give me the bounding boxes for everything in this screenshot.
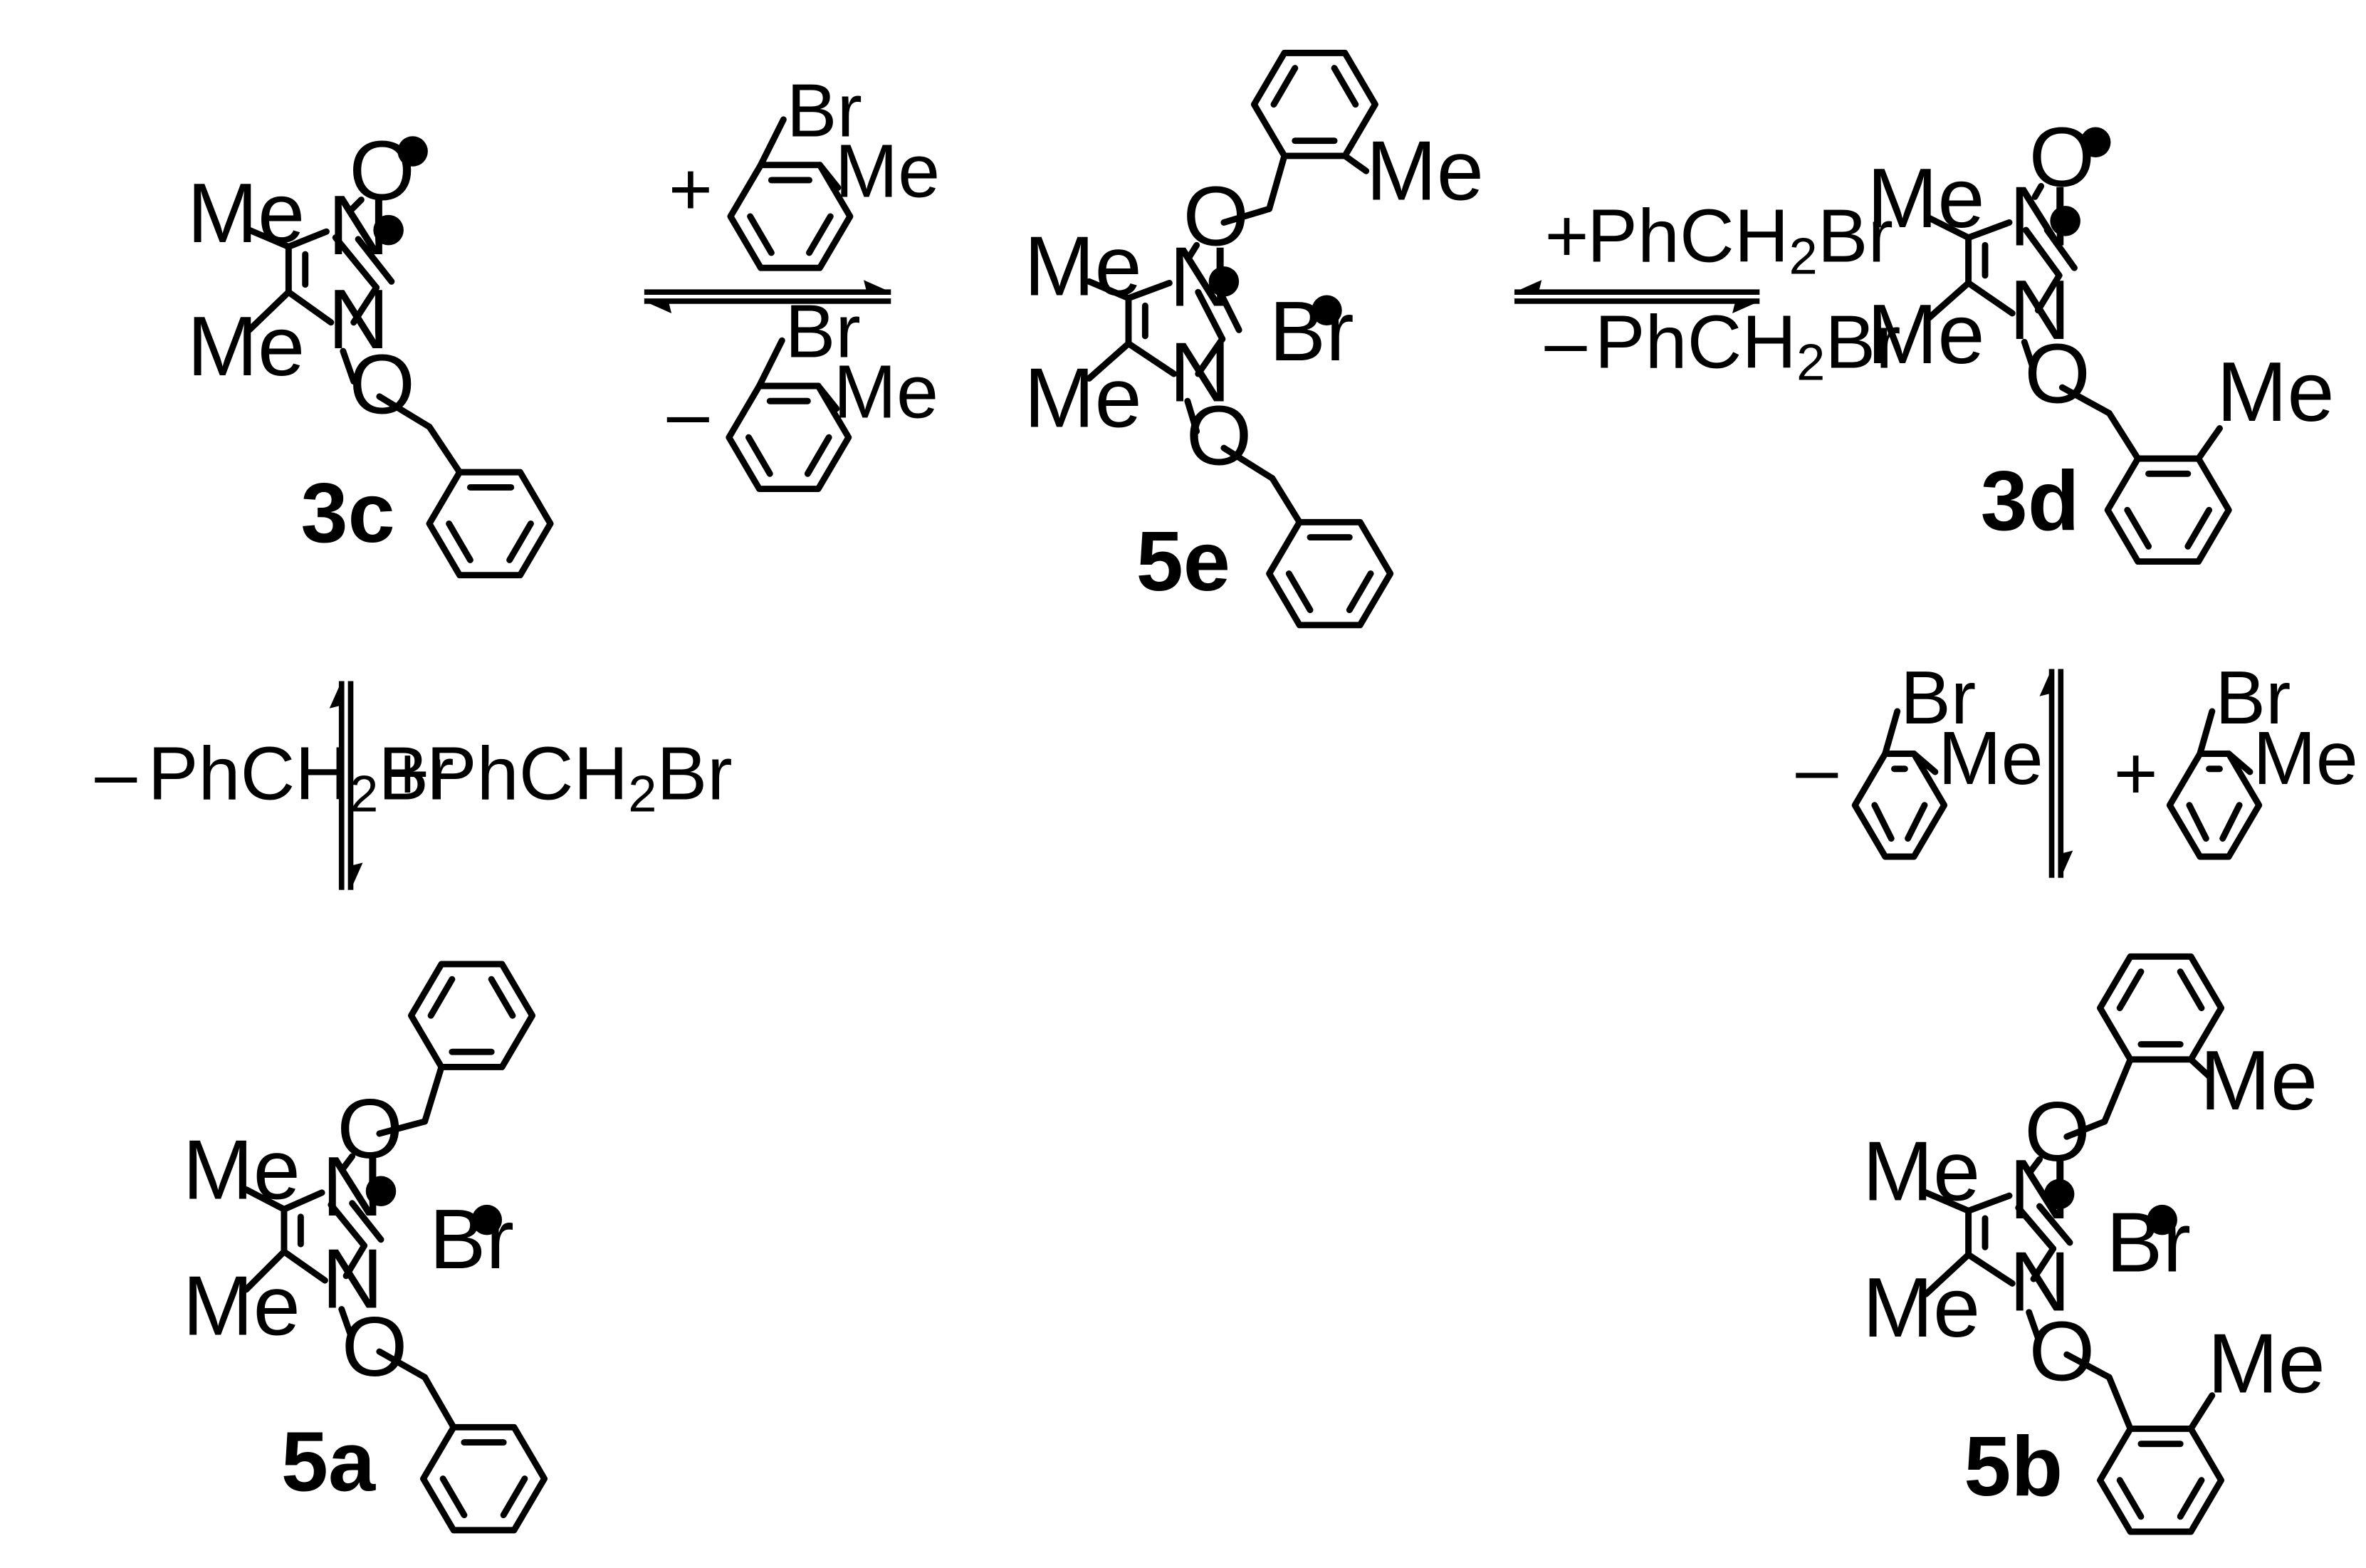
reagent-formula: PhCH2Br — [426, 731, 733, 822]
bromo-label: Br — [2215, 655, 2291, 740]
negative-charge-icon — [2147, 1204, 2177, 1235]
equilibrium-5e-3d: + PhCH2Br – PhCH2Br — [1514, 194, 1901, 391]
equilibrium-3d-5b: – + Br Me Br Me — [1796, 655, 2358, 878]
benzyl-ring-5e — [1266, 518, 1394, 629]
methylbenzyl-bromide-reagent: Br Me — [2166, 655, 2358, 860]
oxygen-label: O — [349, 337, 415, 432]
oxygen-label: O — [2024, 326, 2090, 421]
positive-charge-icon — [2043, 1178, 2075, 1210]
bromide-label: Br — [2106, 1195, 2191, 1290]
imidazole-ring-3d — [1925, 182, 2223, 462]
imidazole-ring-3c — [246, 197, 463, 476]
methyl-label: Me — [183, 1259, 300, 1354]
bromo-label: Br — [785, 289, 860, 374]
methylbenzyl-bromide-reagent: Br Me — [726, 289, 939, 492]
methyl-label: Me — [834, 350, 939, 434]
plus-sign: + — [669, 147, 713, 231]
bromide-label: Br — [429, 1192, 514, 1287]
bromo-label: Br — [787, 68, 862, 152]
compound-5b: Me Me N N O O Me Me Br 5b — [1863, 953, 2325, 1535]
oxygen-label: O — [2029, 110, 2095, 204]
bromo-label: Br — [1900, 655, 1976, 740]
benzyl-bromide-plus-label: + PhCH2Br — [385, 731, 732, 822]
oxygen-label: O — [1186, 389, 1252, 484]
methyl-label: Me — [1024, 219, 1141, 313]
benzyl-bromide-minus-label: – PhCH2Br — [1544, 299, 1900, 391]
minus-sign: – — [1544, 299, 1587, 384]
oxygen-label: O — [2024, 1084, 2090, 1179]
methyl-label: Me — [187, 166, 305, 261]
oxygen-label: O — [342, 1300, 408, 1394]
compound-label-5e: 5e — [1136, 514, 1230, 609]
tolyl-ring-5e — [1250, 49, 1378, 160]
positive-charge-icon — [373, 214, 404, 246]
bromide-label: Br — [1270, 284, 1354, 379]
compound-3c: Me Me N N O O 3c — [187, 124, 554, 579]
methyl-label: Me — [835, 128, 941, 213]
imidazole-ring-5e — [1086, 152, 1370, 526]
plus-sign: + — [385, 731, 429, 815]
equilibrium-3c-5a: – PhCH2Br + PhCH2Br — [95, 681, 733, 890]
negative-charge-icon — [397, 136, 428, 167]
methyl-label: Me — [2253, 716, 2358, 800]
compound-5a: Me Me N N O O Br 5a — [183, 961, 548, 1534]
compound-label-3d: 3d — [1981, 454, 2080, 548]
benzyl-bromide-plus-label: + PhCH2Br — [1544, 194, 1893, 286]
nitrogen-label: N — [2009, 1235, 2071, 1329]
methyl-label: Me — [1867, 287, 1984, 382]
compound-3d: Me Me N N O O Me 3d — [1867, 110, 2335, 565]
compound-label-3c: 3c — [300, 466, 394, 560]
positive-charge-icon — [2050, 206, 2080, 236]
methylbenzyl-bromide-reagent: Br Me — [1851, 655, 2043, 860]
plus-sign: + — [1544, 194, 1588, 278]
compound-5e: Me Me N N O O Me Br 5e — [1024, 49, 1484, 629]
plus-sign: + — [2114, 731, 2158, 815]
tolyl-ring-5b-bottom — [2097, 1425, 2225, 1535]
positive-charge-icon — [1208, 266, 1240, 297]
negative-charge-icon — [471, 1204, 503, 1235]
benzyl-ring-3c — [426, 469, 554, 579]
equilibrium-3c-5e: + – Br Me Br Me — [644, 68, 941, 492]
nitrogen-label: N — [322, 1231, 383, 1326]
positive-charge-icon — [365, 1176, 397, 1207]
methyl-label: Me — [1863, 1124, 1980, 1219]
methyl-label: Me — [1366, 124, 1484, 219]
imidazole-ring-5b — [1922, 1056, 2216, 1432]
methyl-label: Me — [2207, 1316, 2325, 1411]
nitrogen-label: N — [328, 272, 389, 367]
oxygen-label: O — [337, 1082, 403, 1176]
nitrogen-label: N — [2009, 263, 2071, 357]
reagent-formula: PhCH2Br — [148, 731, 454, 822]
reagent-formula: PhCH2Br — [1595, 299, 1901, 391]
reagent-formula: PhCH2Br — [1587, 194, 1893, 286]
methyl-label: Me — [1024, 350, 1141, 445]
nitrogen-label: N — [1169, 325, 1230, 419]
methyl-label: Me — [187, 299, 305, 394]
methyl-label: Me — [2200, 1033, 2318, 1128]
negative-charge-icon — [2080, 127, 2111, 158]
compound-label-5b: 5b — [1964, 1419, 2063, 1514]
benzyl-ring-5a-top — [408, 961, 536, 1070]
minus-sign: – — [95, 731, 137, 815]
minus-sign: – — [1796, 726, 1838, 811]
negative-charge-icon — [1312, 295, 1342, 325]
imidazole-ring-5a — [243, 1064, 457, 1431]
methylbenzyl-bromide-reagent: Br Me — [727, 68, 941, 271]
oxygen-label: O — [349, 124, 415, 219]
oxygen-label: O — [2029, 1304, 2095, 1399]
methyl-label: Me — [1867, 151, 1984, 246]
minus-sign: – — [667, 370, 710, 455]
methyl-label: Me — [2216, 345, 2334, 439]
benzyl-ring-5a-bottom — [420, 1423, 548, 1534]
methyl-label: Me — [183, 1122, 300, 1217]
methyl-label: Me — [1938, 716, 2043, 800]
tolyl-ring-5b-top — [2097, 953, 2225, 1063]
benzyl-bromide-minus-label: – PhCH2Br — [95, 731, 454, 822]
methyl-label: Me — [1863, 1260, 1980, 1355]
compound-label-5a: 5a — [281, 1415, 376, 1510]
oxygen-label: O — [1183, 169, 1250, 263]
tolyl-ring-3d — [2104, 455, 2232, 565]
